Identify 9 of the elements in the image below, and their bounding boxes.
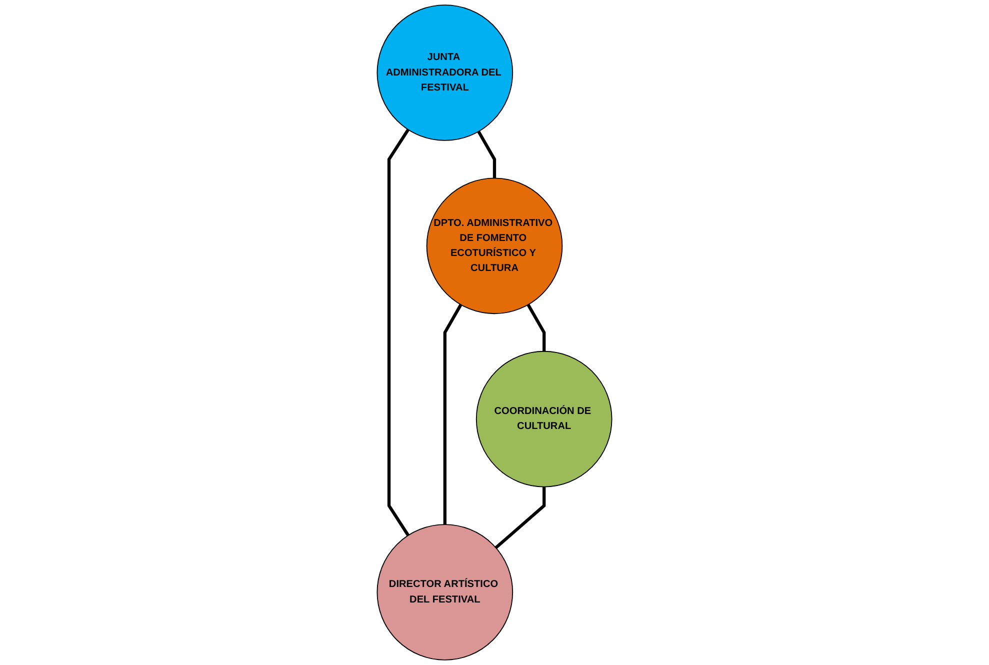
connector <box>387 128 410 536</box>
node-circle: DPTO. ADMINISTRATIVO DE FOMENTO ECOTURÍSTICO Y CULTURA <box>426 178 563 314</box>
node-circle: JUNTA ADMINISTRADORA DEL FESTIVAL <box>376 4 514 141</box>
node-circle: COORDINACIÓN DE CULTURAL <box>476 350 612 488</box>
connector <box>526 304 546 352</box>
connector <box>477 130 496 178</box>
connector <box>443 304 462 525</box>
node-circle: DIRECTOR ARTÍSTICO DEL FESTIVAL <box>376 524 514 660</box>
connector <box>494 486 546 549</box>
